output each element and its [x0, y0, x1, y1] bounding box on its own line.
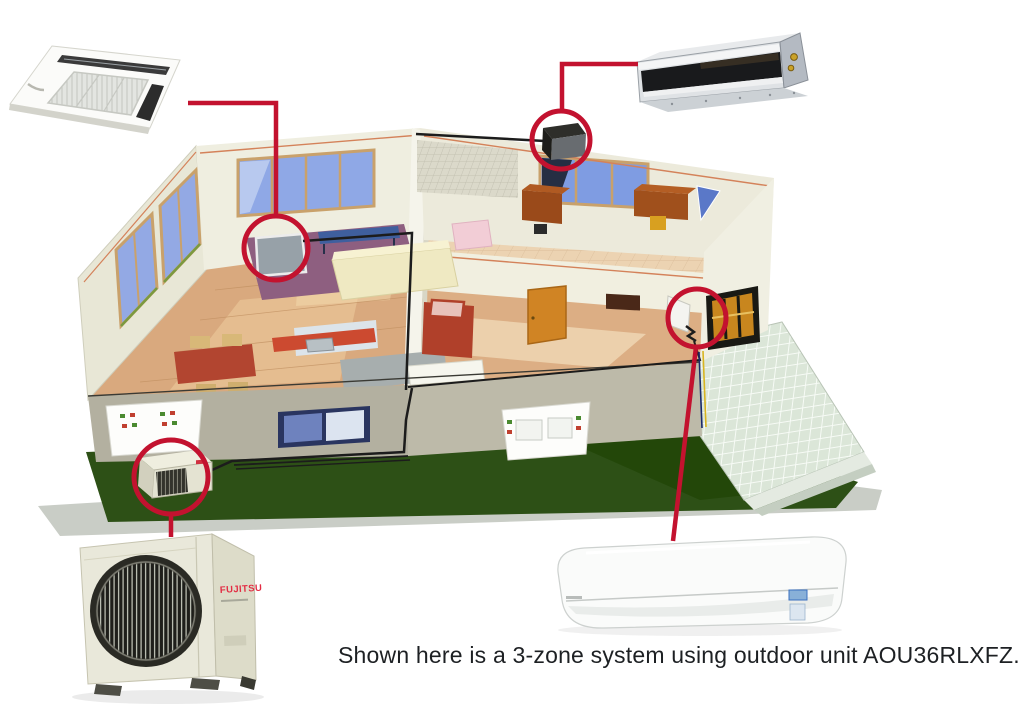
- connector-cassette: [188, 100, 279, 216]
- office-chair: [534, 224, 547, 234]
- bedroom-rug: [452, 318, 646, 368]
- cassette-panel-edge: [9, 104, 150, 134]
- pipe-exterior-3: [235, 459, 411, 470]
- zone-circle-duct: [529, 108, 593, 172]
- office-furniture: [522, 123, 696, 234]
- small-unit-grille: [156, 468, 188, 496]
- zone-circle-wall-unit: [665, 286, 729, 350]
- duct-intake-glow: [700, 53, 779, 69]
- left-wall-windows: [114, 166, 202, 330]
- desk-right-top: [634, 184, 696, 194]
- chair: [222, 334, 242, 346]
- outdoor-foot: [190, 678, 220, 690]
- connector-wall-unit: [670, 346, 699, 542]
- duct-front-bottom-strip: [643, 77, 783, 97]
- wall-mounted-product: [557, 536, 847, 636]
- closet-mat: [417, 140, 518, 198]
- pipe-entry-yellow: [702, 350, 707, 428]
- outdoor-foot: [240, 676, 256, 690]
- house-cutaway: [77, 123, 774, 499]
- fujitsu-logo: FUJITSU: [220, 583, 263, 596]
- bay-window-left: [105, 399, 203, 457]
- duct-front-top-strip: [638, 44, 780, 70]
- cassette-unit-in-room: [254, 232, 308, 278]
- front-wall-top-edge: [87, 361, 701, 397]
- desk-right: [634, 190, 688, 220]
- desk-left-top: [522, 184, 570, 194]
- wall-unit-display: [788, 589, 808, 601]
- outdoor-sublabel: [221, 598, 249, 602]
- wall-unit-lower-shade: [568, 594, 834, 617]
- slim-duct-product: [636, 32, 809, 112]
- wall-unit-top-sheen: [585, 540, 811, 555]
- wall-art: [606, 293, 640, 311]
- outdoor-panel-label: [224, 635, 247, 646]
- zone-circle-outdoor: [131, 437, 211, 517]
- dining-table: [174, 344, 256, 384]
- armchair: [451, 219, 493, 251]
- pipe-exterior-1: [211, 387, 414, 472]
- living-window: [236, 148, 376, 218]
- refrigerant-pipes: [211, 132, 707, 472]
- kitchen-sink: [305, 337, 335, 353]
- wall-unit-logo-mark: [566, 596, 582, 599]
- fan-hub: [95, 560, 197, 662]
- zone-circle-cassette: [241, 213, 311, 283]
- pipe-cassette: [302, 231, 414, 391]
- wall-trim: [199, 134, 421, 154]
- chair: [190, 336, 210, 348]
- wall-unit-pipe: [685, 325, 697, 343]
- cassette-corner-vane: [27, 82, 45, 92]
- duct-valve: [787, 64, 795, 72]
- cassette-center-grille: [46, 71, 150, 116]
- connector-duct: [559, 61, 638, 110]
- bay-window-right: [501, 401, 591, 461]
- caption-text: Shown here is a 3-zone system using outd…: [338, 642, 1020, 668]
- duct-top-face: [637, 33, 800, 62]
- duct-screws: [670, 91, 796, 106]
- duct-bottom-face: [640, 88, 808, 112]
- outdoor-unit-product: FUJITSU: [72, 533, 264, 704]
- outdoor-side-face: [211, 533, 257, 681]
- pennant: [696, 185, 721, 222]
- dresser-mirror: [428, 298, 466, 320]
- bay-window-panes: [120, 411, 177, 428]
- wall-trim: [83, 151, 197, 283]
- bedroom-door: [527, 285, 567, 345]
- zone-connectors: [131, 61, 729, 542]
- wall-unit-label: [789, 603, 806, 621]
- desk-left: [522, 190, 562, 224]
- office-chair-yellow: [650, 216, 666, 230]
- sofa-back: [332, 240, 450, 260]
- ceiling-cassette-product: [9, 45, 181, 134]
- patio-step-2: [754, 464, 876, 516]
- cassette-top-vent: [57, 55, 170, 75]
- duct-unit-in-room: [542, 123, 586, 160]
- front-window-blue: [278, 406, 370, 448]
- ground: [38, 321, 882, 536]
- outdoor-foot: [94, 684, 122, 696]
- duct-valve: [790, 53, 798, 61]
- patio-step: [744, 452, 872, 510]
- pipe-exterior-2: [233, 455, 409, 466]
- wall-trim: [423, 135, 771, 187]
- cassette-right-vent: [136, 84, 164, 121]
- outdoor-unit-in-yard: [138, 450, 213, 499]
- pipe-duct: [415, 132, 546, 143]
- pipe-entry-blue: [698, 351, 703, 429]
- door-knob: [531, 316, 535, 320]
- living-furniture: [174, 219, 493, 403]
